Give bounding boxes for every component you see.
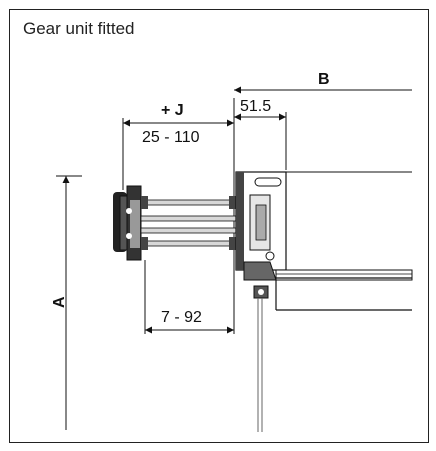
- gear-motor: [113, 185, 142, 261]
- diagram-frame: [9, 9, 429, 443]
- nut-right-1: [229, 196, 236, 209]
- bracket-slot: [254, 177, 282, 187]
- tie-rod-4: [140, 240, 237, 247]
- crank-assembly: [253, 285, 269, 432]
- crank-eye-hole: [258, 289, 264, 295]
- tube-top-band: [275, 269, 413, 281]
- dimension-lower-range: 7 - 92: [161, 309, 202, 326]
- bracket-foot: [243, 261, 277, 281]
- tie-rod-1: [140, 199, 237, 206]
- dimension-j: + J 25 - 110: [123, 102, 234, 146]
- bracket-core: [255, 204, 267, 241]
- dimension-b-label: B: [318, 71, 330, 88]
- bracket-edge: [236, 172, 244, 270]
- dimension-offset-label: 51.5: [240, 98, 271, 115]
- gear-motor-highlight: [130, 200, 140, 248]
- nut-left-1: [141, 196, 148, 209]
- panel-title: Gear unit fitted: [23, 19, 135, 38]
- wall-bracket: [235, 171, 287, 281]
- dimension-offset: 51.5: [234, 98, 286, 121]
- dimension-a-label: A: [51, 296, 68, 308]
- dimension-a: A: [51, 175, 82, 430]
- tie-rods: [140, 196, 237, 250]
- dimension-j-range: 25 - 110: [142, 129, 200, 146]
- nut-left-2: [141, 237, 148, 250]
- bracket-hole: [265, 251, 275, 261]
- gear-motor-bolt-2: [126, 233, 132, 239]
- dimension-lower: 7 - 92: [145, 309, 234, 334]
- nut-right-2: [229, 237, 236, 250]
- gear-motor-bolt-1: [126, 208, 132, 214]
- tie-rod-3: [140, 227, 237, 234]
- dimension-j-label: + J: [161, 102, 184, 119]
- roller-tube: [275, 171, 413, 311]
- dimension-b: B: [234, 71, 412, 94]
- tie-rod-2: [140, 215, 237, 222]
